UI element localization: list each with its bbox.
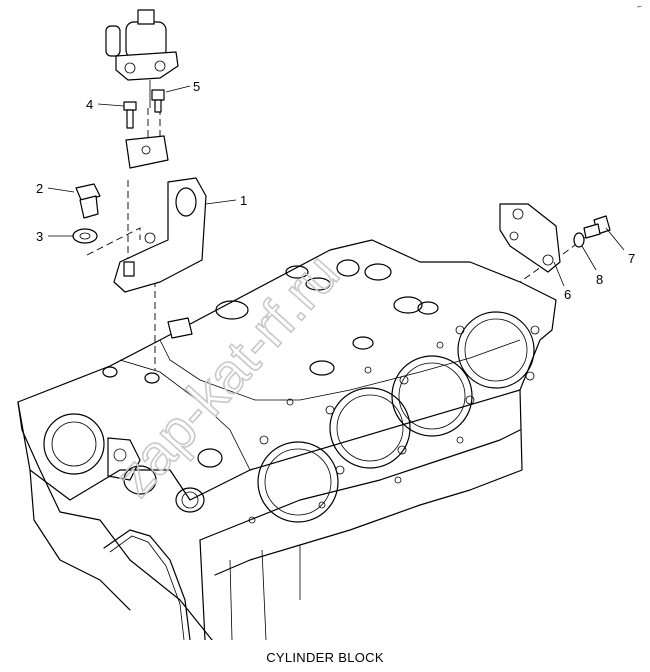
callout-4: 4 [86,97,93,112]
mounting-plate [125,135,169,169]
deck-holes [248,325,540,524]
leader-lines [47,85,625,287]
block-top-ports [102,259,439,384]
bolt-part-7 [583,215,611,239]
callout-labels: 1 2 3 4 5 6 7 8 [36,79,635,302]
bracket-part-6 [499,203,561,273]
washer-part-3 [72,228,98,244]
bracket-part-1 [113,177,207,293]
screw-part-4 [123,101,137,129]
callout-3: 3 [36,229,43,244]
top-sensor-unit [105,9,179,108]
callout-7: 7 [628,251,635,266]
callout-6: 6 [564,287,571,302]
corner-mark: ⌐ [637,2,642,11]
cylinder-block [17,239,557,640]
exploded-parts-diagram: 1 2 3 4 5 6 7 8 zap-kat-rf.ru [17,9,635,640]
callout-1: 1 [240,193,247,208]
callout-8: 8 [596,272,603,287]
front-housing [43,413,223,513]
washer-part-8 [573,232,585,248]
screw-part-5 [151,89,165,113]
callout-2: 2 [36,181,43,196]
bolt-part-2 [75,183,101,219]
oil-line [103,529,191,640]
diagram-caption: CYLINDER BLOCK [266,650,384,665]
callout-5: 5 [193,79,200,94]
cylinder-bores [257,311,535,523]
